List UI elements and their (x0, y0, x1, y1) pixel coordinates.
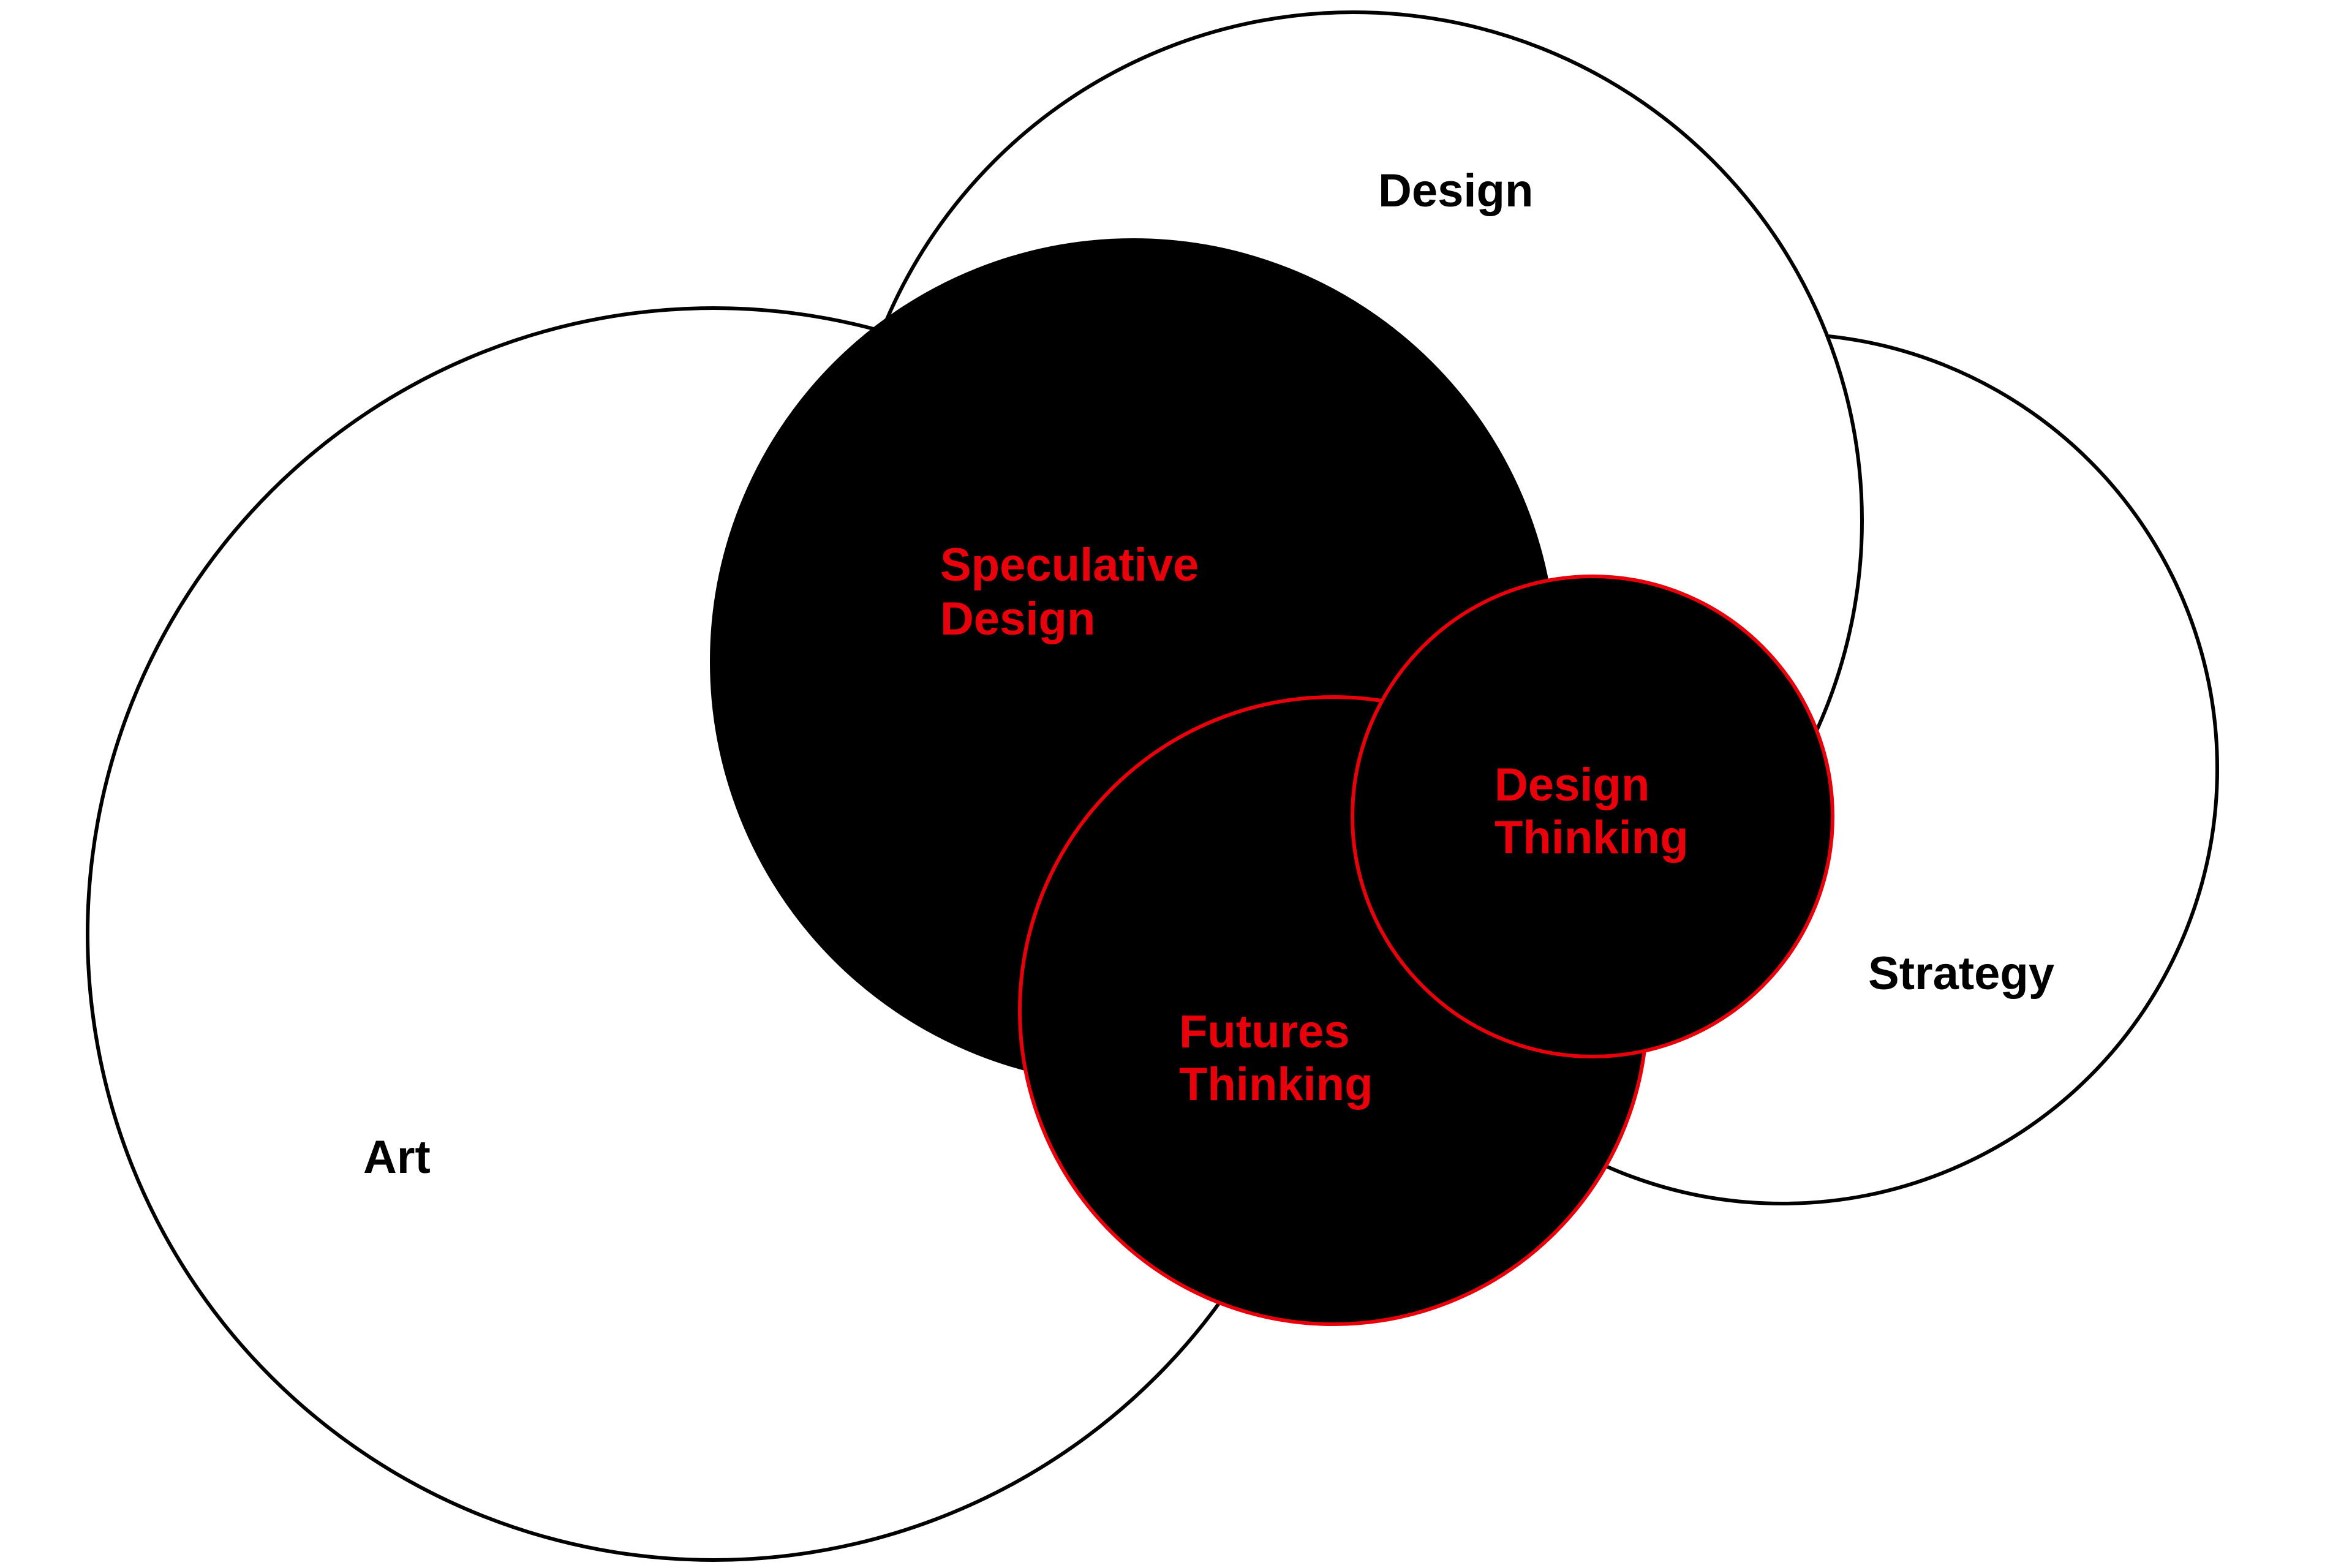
design-label: Design (1378, 165, 1533, 217)
futures-thinking-label: Futures Thinking (1179, 1006, 1373, 1110)
art-label: Art (363, 1131, 431, 1183)
strategy-label: Strategy (1868, 948, 2054, 1000)
design-thinking-label: Design Thinking (1494, 759, 1689, 864)
design-thinking-circle (1351, 575, 1834, 1058)
speculative-design-label: Speculative Design (940, 539, 1212, 645)
